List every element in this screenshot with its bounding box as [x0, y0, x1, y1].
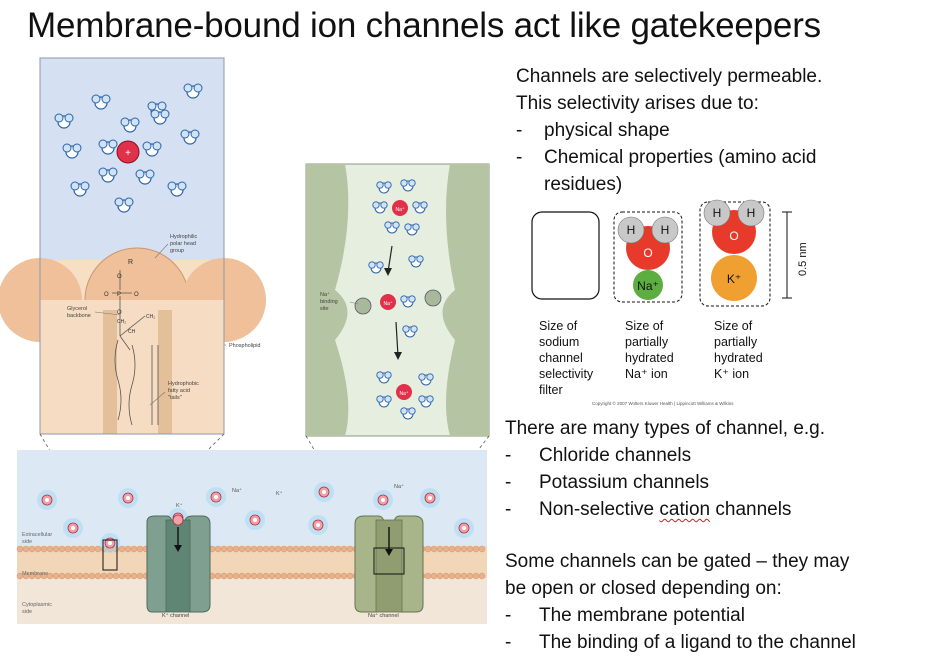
na-ion-line-1: Size of — [625, 319, 664, 333]
k-ion-line-3: hydrated — [714, 351, 763, 365]
gating-item-1: -The membrane potential — [505, 602, 856, 629]
pore-ions — [380, 200, 412, 400]
k-ion-label: Size of partially hydrated K⁺ ion — [714, 318, 763, 382]
scale-label: 0.5 nm — [797, 242, 809, 276]
chem-p: P — [117, 292, 121, 298]
membrane-na-label-2: Na⁺ — [394, 483, 404, 490]
gating-item-2: -The binding of a ligand to the channel — [505, 629, 856, 656]
sodium-filter-line-4: selectivity — [539, 367, 594, 381]
membrane-k-label-2: K⁺ — [176, 502, 183, 509]
chem-o2: O — [104, 292, 109, 298]
hydrophobic-label-3: "tails" — [168, 395, 182, 401]
k-channel-label: K⁺ channel — [162, 612, 189, 619]
sodium-filter-box — [531, 211, 600, 300]
k-h2: H — [747, 206, 756, 220]
sodium-filter-line-1: Size of — [539, 319, 578, 333]
na-channel-label: Na⁺ channel — [368, 612, 399, 619]
pore-na-3: Na⁺ — [399, 391, 408, 397]
sodium-filter-label: Size of sodium channel selectivity filte… — [539, 318, 593, 398]
binding-site-label-1: Na⁺ — [320, 291, 330, 298]
sodium-filter-line-3: channel — [539, 351, 583, 365]
selectivity-bullet-1-text: physical shape — [544, 120, 670, 141]
k-ion-line-1: Size of — [714, 319, 753, 333]
channel-type-2: -Potassium channels — [505, 469, 825, 496]
channel-types-intro: There are many types of channel, e.g. — [505, 418, 826, 439]
selectivity-bullet-2: -Chemical properties (amino acid — [516, 144, 822, 171]
k-channel — [146, 514, 211, 613]
channel-type-3-text-a: Non-selective — [539, 499, 655, 520]
hydrophilic-label-3: group — [170, 248, 184, 254]
channel-type-2-text: Potassium channels — [539, 472, 710, 493]
pore-na-2: Na⁺ — [383, 301, 392, 307]
sodium-filter-line-2: sodium — [539, 335, 580, 349]
selectivity-bullet-3-text: residues) — [544, 174, 623, 195]
gating-item-2-text: The binding of a ligand to the channel — [539, 632, 856, 653]
gating-item-1-text: The membrane potential — [539, 605, 745, 626]
na-h2: H — [661, 223, 670, 237]
na-h1: H — [627, 223, 636, 237]
page-title: Membrane-bound ion channels act like gat… — [27, 6, 821, 45]
copyright: Copyright © 2007 Wolters Kluwer Health |… — [592, 401, 734, 406]
selectivity-bullet-1: -physical shape — [516, 117, 822, 144]
hydrophobic-label-1: Hydrophobic — [168, 381, 199, 387]
na-ion: Na⁺ — [637, 279, 659, 293]
chem-ch2-b: CH₂ — [146, 314, 155, 320]
membrane-label: Membrane — [22, 571, 48, 577]
glycerol-label-1: Glycerol — [67, 306, 87, 312]
na-ion-line-2: partially — [625, 335, 669, 349]
channel-type-3-text-b: cation — [659, 499, 711, 520]
zoom-box-left — [102, 539, 118, 571]
channel-type-1-text: Chloride channels — [539, 445, 692, 466]
extracellular-label-1: Extracellular — [22, 532, 52, 538]
extracellular-label-2: side — [22, 539, 32, 545]
channel-type-3: -Non-selective cation channels — [505, 499, 792, 520]
selectivity-line-1: Channels are selectively permeable. — [516, 66, 823, 87]
k-ion: K⁺ — [727, 272, 741, 286]
glycerol-label-2: backbone — [67, 313, 91, 319]
selectivity-size-figure — [531, 199, 792, 307]
selectivity-bullet-2-cont: residues) — [516, 171, 822, 198]
k-ion-line-4: K⁺ ion — [714, 367, 750, 381]
channel-type-1: -Chloride channels — [505, 442, 825, 469]
na-o: O — [643, 246, 652, 260]
chem-o4: O — [117, 310, 122, 316]
gating-intro-1: Some channels can be gated – they may — [505, 551, 850, 572]
hydrophobic-label-2: fatty acid — [168, 388, 190, 394]
cytoplasmic-label-1: Cytoplasmic — [22, 602, 52, 608]
channel-type-3-text-c: channels — [715, 499, 792, 520]
gating-text: Some channels can be gated – they may be… — [505, 548, 856, 656]
chem-o3: O — [134, 292, 139, 298]
k-h1: H — [713, 206, 722, 220]
hydrophilic-label-2: polar head — [170, 241, 196, 247]
pore-na-1: Na⁺ — [395, 207, 404, 213]
na-channel — [354, 515, 424, 613]
k-o: O — [729, 229, 738, 243]
na-ion-label: Size of partially hydrated Na⁺ ion — [625, 318, 674, 382]
cation — [116, 140, 140, 164]
phospholipid-label: Phospholipid — [229, 343, 261, 349]
cation-charge: + — [125, 148, 131, 159]
chem-ch: CH — [128, 329, 136, 335]
na-ion-line-3: hydrated — [625, 351, 674, 365]
selectivity-line-2: This selectivity arises due to: — [516, 93, 759, 114]
chem-r: R — [128, 259, 133, 266]
membrane-k-label-1: K⁺ — [276, 490, 283, 497]
k-ion-line-2: partially — [714, 335, 758, 349]
sodium-filter-line-5: filter — [539, 383, 563, 397]
chem-ch2-a: CH₂ — [117, 319, 126, 325]
membrane-na-label-1: Na⁺ — [232, 487, 242, 494]
hydrophilic-label-1: Hydrophilic — [170, 234, 197, 240]
binding-site-label-2: binding — [320, 299, 338, 305]
chem-o1: O — [117, 274, 122, 280]
gating-intro-2: be open or closed depending on: — [505, 578, 782, 599]
selectivity-text: Channels are selectively permeable. This… — [516, 63, 822, 198]
cytoplasmic-label-2: side — [22, 609, 32, 615]
na-ion-line-4: Na⁺ ion — [625, 367, 668, 381]
binding-site-label-3: site — [320, 306, 329, 312]
channel-types-text: There are many types of channel, e.g. -C… — [505, 415, 825, 523]
selectivity-bullet-2-text: Chemical properties (amino acid — [544, 147, 817, 168]
